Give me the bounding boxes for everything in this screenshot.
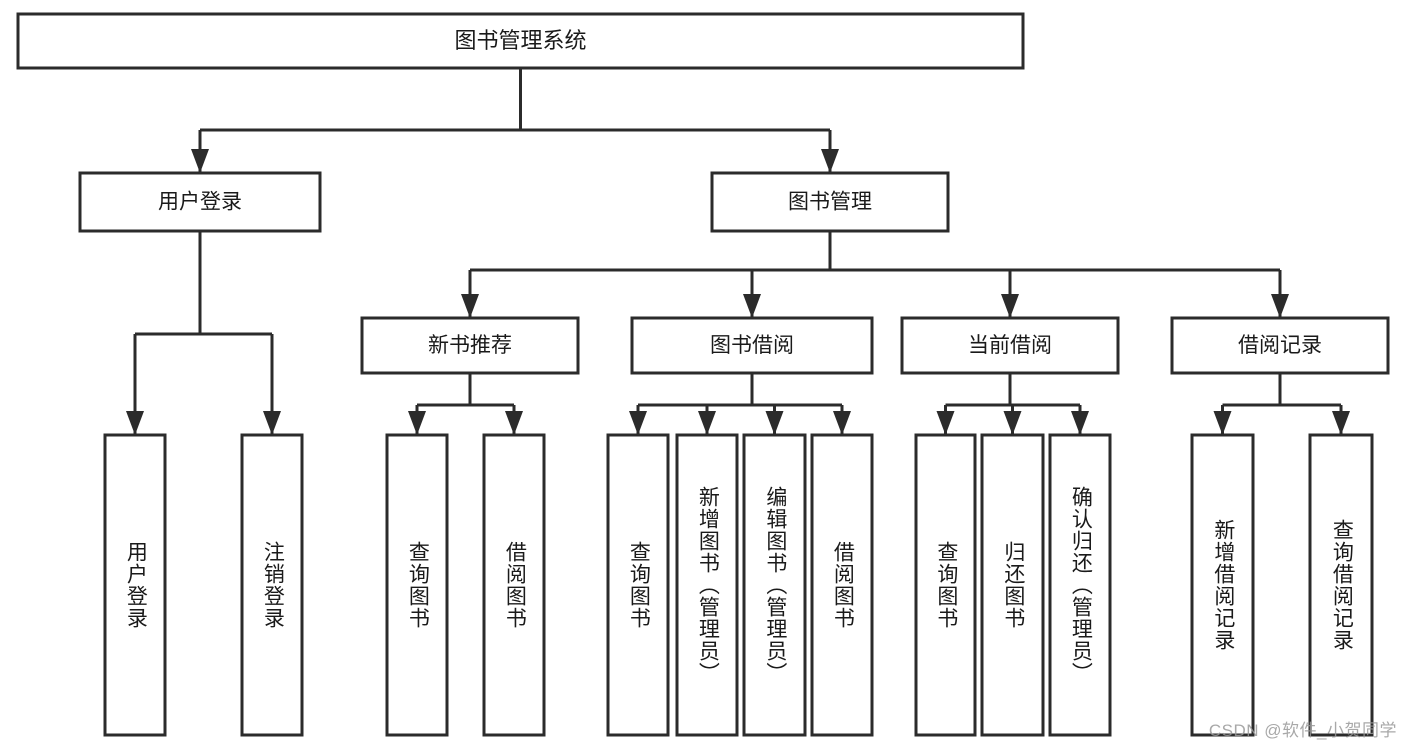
arrow-head-icon: [1332, 411, 1350, 435]
node-box-9[interactable]: [1170, 316, 1390, 375]
node-label: 借阅记录: [1238, 334, 1322, 357]
node-box-17[interactable]: [980, 433, 1045, 737]
node-box-19[interactable]: [1190, 433, 1255, 737]
arrow-head-icon: [1213, 411, 1232, 435]
node-box-16[interactable]: [914, 433, 977, 737]
node-label: 用户登录: [158, 191, 242, 214]
arrow-head-icon: [743, 294, 761, 318]
arrow-head-icon: [936, 411, 955, 435]
node-box-12[interactable]: [606, 433, 670, 737]
node-box-14[interactable]: [742, 433, 807, 737]
arrow-head-icon: [461, 294, 479, 318]
node-label: 图书借阅: [710, 334, 794, 357]
arrow-head-icon: [263, 411, 281, 435]
connector-layer: [126, 68, 1350, 435]
node-box-6[interactable]: [360, 316, 580, 375]
arrow-head-icon: [126, 411, 144, 435]
node-box-20[interactable]: [1308, 433, 1374, 737]
node-box-11[interactable]: [482, 433, 546, 737]
node-box-layer: [16, 12, 1390, 737]
node-label: 图书管理: [788, 191, 872, 214]
arrow-head-icon: [833, 411, 851, 435]
arrow-head-icon: [765, 411, 784, 435]
node-box-4[interactable]: [103, 433, 167, 737]
watermark: CSDN @软件_小贺同学: [1208, 721, 1397, 740]
node-label: 图书管理系统: [454, 28, 586, 53]
arrow-head-icon: [191, 149, 209, 173]
node-box-2[interactable]: [78, 171, 322, 233]
node-box-15[interactable]: [810, 433, 874, 737]
arrow-head-icon: [821, 149, 839, 173]
node-box-3[interactable]: [710, 171, 950, 233]
node-box-10[interactable]: [385, 433, 449, 737]
node-box-18[interactable]: [1048, 433, 1112, 737]
arrow-head-icon: [505, 411, 523, 435]
arrow-head-icon: [1071, 411, 1089, 435]
arrow-head-icon: [408, 411, 426, 435]
node-box-1[interactable]: [16, 12, 1025, 70]
node-box-13[interactable]: [675, 433, 739, 737]
node-label: 新书推荐: [428, 334, 512, 357]
arrow-head-icon: [1271, 294, 1289, 318]
node-label: 当前借阅: [968, 334, 1052, 357]
node-box-5[interactable]: [240, 433, 304, 737]
arrow-head-icon: [1001, 294, 1019, 318]
node-box-8[interactable]: [900, 316, 1120, 375]
arrow-head-icon: [698, 411, 716, 435]
node-box-7[interactable]: [630, 316, 874, 375]
arrow-head-icon: [1003, 411, 1022, 435]
arrow-head-icon: [629, 411, 647, 435]
